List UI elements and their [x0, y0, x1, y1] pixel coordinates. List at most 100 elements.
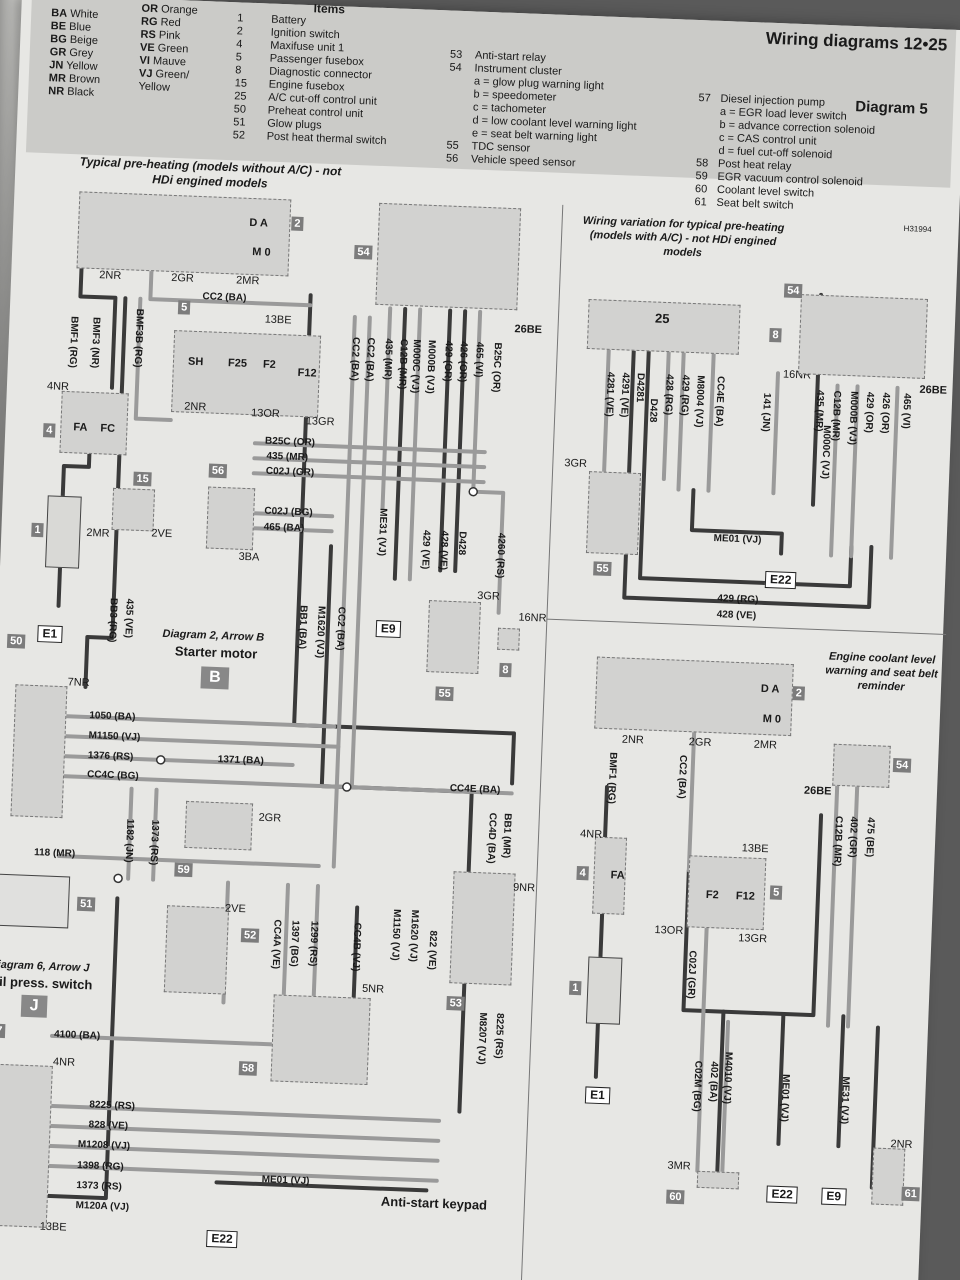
component-51-tag: 51 — [76, 896, 96, 912]
connector-13be: 13BE — [264, 313, 292, 327]
rwire-428ve-h: 428 (VE) — [716, 609, 757, 622]
instrument-cluster-bottom — [832, 743, 891, 788]
wire-426or: 426 (OR) — [456, 340, 469, 383]
rwire-m000c: M000C (VJ) — [818, 424, 833, 480]
wire-429or: 429 (OR) — [441, 340, 455, 382]
wire-cc4b: CC4B (VJ) — [349, 922, 363, 972]
connector-13or-right: 13OR — [654, 923, 684, 938]
rwire-c12b-b: C12B (MR) — [831, 815, 845, 867]
connector-2nr: 2NR — [99, 269, 122, 283]
wire-cc2-v2: CC2 (BA) — [363, 337, 377, 382]
wire-m1150v: M1150 (VJ) — [389, 908, 403, 961]
component-54-bottom-tag: 54 — [892, 758, 912, 773]
connector-2mr-15: 2MR — [86, 526, 110, 540]
rwire-m8004: M8004 (VJ) — [692, 375, 706, 428]
ignition-switch — [76, 191, 292, 277]
diagnostic-connector — [497, 627, 521, 651]
rwire-c02j: C02J (GR) — [684, 950, 698, 999]
ground-e9-left: E9 — [375, 620, 401, 638]
fuse-f12-right: F12 — [735, 890, 756, 903]
oil-arrow: J — [20, 994, 48, 1018]
connector-26be-right: 26BE — [919, 383, 948, 397]
component-60-tag: 60 — [666, 1189, 685, 1205]
connector-2mr-right: 2MR — [753, 738, 778, 752]
wire-cc2-v1: CC2 (BA) — [348, 336, 362, 382]
wire-m1208: M1208 (VJ) — [77, 1138, 131, 1152]
post-heat-thermal-switch — [163, 905, 230, 995]
tdc-sensor-right — [585, 471, 642, 556]
connector-26be: 26BE — [514, 323, 543, 337]
ground-e9-right: E9 — [821, 1187, 847, 1206]
wire-m120a: M120A (VJ) — [75, 1199, 130, 1213]
rwire-465vi: 465 (VI) — [899, 393, 913, 430]
rwire-402ba: 402 (BA) — [706, 1061, 720, 1103]
component-5-tag: 5 — [177, 300, 191, 315]
rwire-d428: D428 — [647, 398, 659, 423]
wire-435mr: 435 (MR) — [381, 338, 395, 381]
connector-4nr: 4NR — [46, 380, 70, 394]
connector-5nr: 5NR — [361, 982, 385, 996]
component-2-tag: 2 — [291, 216, 304, 231]
rwire-me01b: ME01 (VJ) — [778, 1073, 792, 1123]
component-61-tag: 61 — [901, 1186, 921, 1202]
wire-1397: 1397 (BG) — [287, 919, 301, 968]
wire-428ve: 428 (VE) — [437, 530, 450, 571]
component-55-tag: 55 — [435, 686, 454, 702]
rwire-bmf1: BMF1 (RG) — [605, 752, 619, 805]
rwire-4281: 4281 (VE) — [603, 371, 616, 418]
component-57-tag: 57 — [0, 1023, 6, 1039]
connector-3ba: 3BA — [238, 550, 260, 564]
rwire-me01: ME01 (VJ) — [713, 532, 762, 546]
rwire-141: 141 (JN) — [759, 392, 773, 432]
connector-2gr-59: 2GR — [258, 811, 282, 825]
rwire-429rg: 429 (RG) — [678, 374, 691, 417]
fuse-fa-right: FA — [610, 869, 625, 882]
glow-plugs — [0, 873, 71, 929]
anti-start-relay — [449, 871, 516, 986]
rwire-d4281: D4281 — [633, 372, 646, 403]
wire-1050: 1050 (BA) — [89, 710, 136, 723]
connector-4nr-57: 4NR — [52, 1055, 76, 1069]
connector-2ve-52: 2VE — [224, 902, 247, 916]
ac-cutoff-unit — [586, 298, 741, 355]
component-52-tag: 52 — [240, 928, 260, 943]
wire-c02j-h: C02J (GR) — [265, 465, 315, 479]
connector-2gr: 2GR — [170, 271, 195, 285]
connector-3gr-right: 3GR — [564, 457, 588, 471]
connector-13gr: 13GR — [305, 415, 335, 429]
wire-822: 822 (VE) — [425, 930, 439, 971]
rwire-429rg-h: 429 (RG) — [717, 593, 759, 606]
fuse-sh: SH — [187, 355, 204, 369]
wire-m000c: M000C (VJ) — [408, 339, 423, 394]
engine-fusebox — [111, 487, 156, 532]
ignition-mo-right: M 0 — [762, 712, 782, 726]
wire-4260: 4260 (RS) — [493, 532, 507, 579]
wire-cc4d: CC4D (BA) — [484, 812, 498, 864]
rwire-cc4e: CC4E (BA) — [712, 375, 726, 427]
rwire-428rg: 428 (RG) — [662, 373, 675, 416]
wire-435ve: 435 (VE) — [122, 598, 135, 639]
component-4-tag: 4 — [43, 423, 56, 438]
component-58-tag: 58 — [238, 1061, 258, 1076]
wire-bb1-mr: BB1 (MR) — [500, 813, 513, 859]
ground-e22-right: E22 — [766, 1185, 799, 1204]
wire-cc2-ba: CC2 (BA) — [202, 291, 247, 304]
connector-2nr-right: 2NR — [621, 733, 645, 747]
rwire-429or: 429 (OR) — [862, 391, 876, 434]
wire-465-ba: 465 (BA) — [263, 521, 305, 535]
rwire-m4010: M4010 (VJ) — [720, 1051, 734, 1105]
wire-1376: 1376 (RS) — [87, 750, 134, 763]
component-56-tag: 56 — [208, 463, 228, 479]
wire-b25c-h: B25C (OR) — [264, 435, 316, 449]
wire-me31: ME31 (VJ) — [375, 508, 389, 557]
ground-e1-left: E1 — [37, 625, 63, 644]
wire-bb1: BB1 (BA) — [296, 605, 309, 650]
wire-429ve: 429 (VE) — [419, 529, 432, 570]
wire-m8207: M8207 (VJ) — [475, 1012, 489, 1065]
wire-1373v: 1373 (RS) — [147, 819, 161, 866]
rwire-426or: 426 (OR) — [878, 392, 892, 434]
component-1-tag: 1 — [31, 522, 44, 538]
wire-cc4e: CC4E (BA) — [449, 783, 501, 796]
component-15-tag: 15 — [133, 471, 152, 487]
